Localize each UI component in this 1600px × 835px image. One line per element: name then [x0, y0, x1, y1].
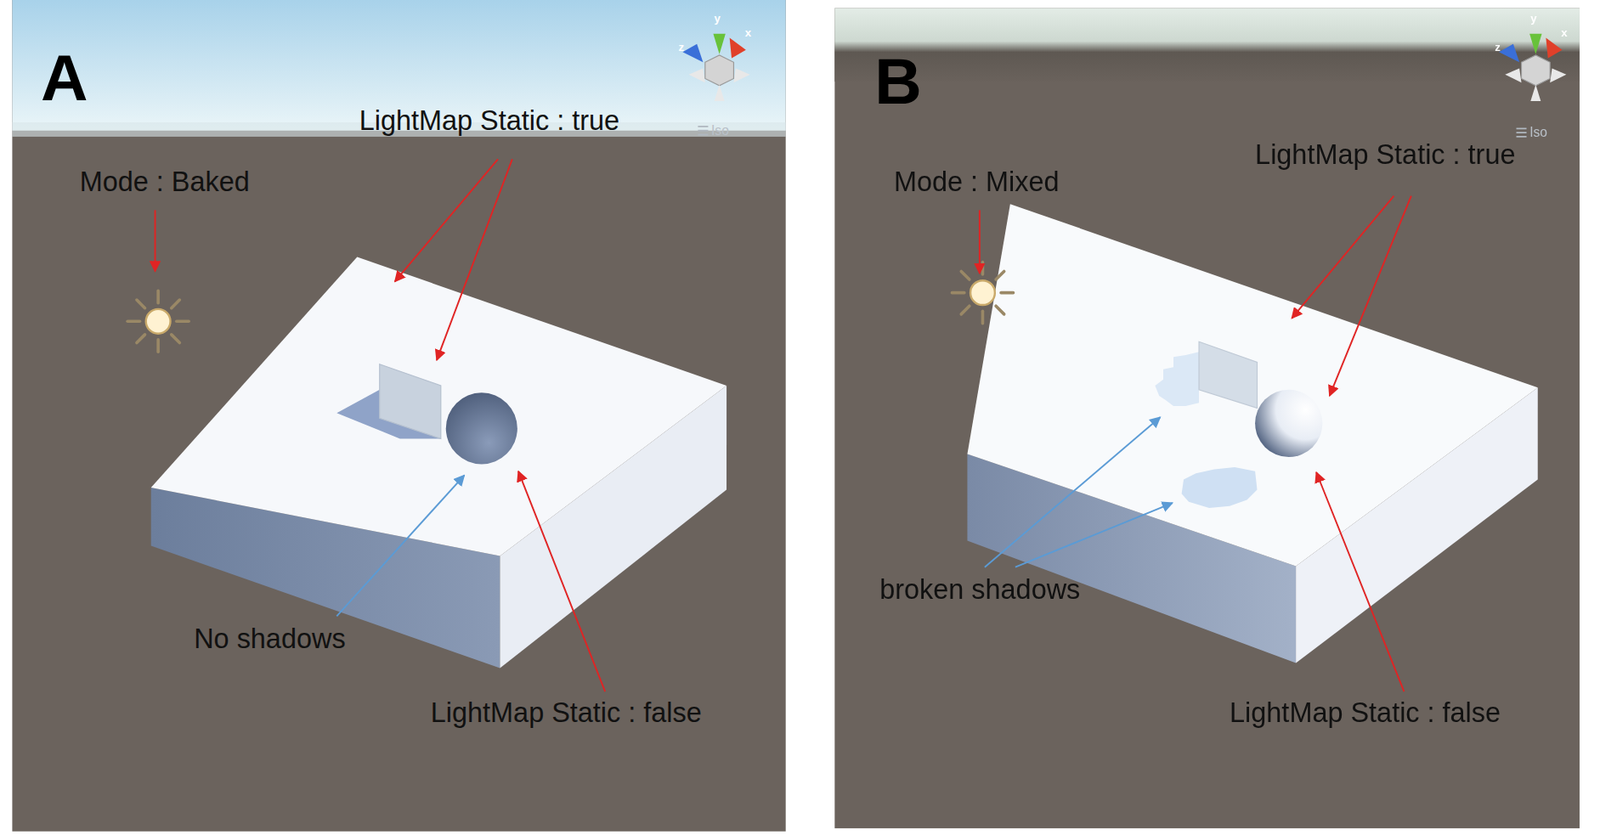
- annotation: LightMap Static : false: [1229, 696, 1501, 730]
- annotation: LightMap Static : false: [430, 696, 702, 730]
- axis-letter: x: [1560, 26, 1567, 40]
- view-mode: Iso: [711, 122, 730, 139]
- axis-letter: y: [714, 11, 721, 26]
- annotation: Mode : Baked: [79, 165, 250, 199]
- annotation: LightMap Static : true: [1255, 138, 1516, 172]
- axis-letter: x: [745, 26, 752, 40]
- annotation: LightMap Static : true: [359, 103, 620, 137]
- annotation: broken shadows: [879, 573, 1080, 607]
- axis-letter: y: [1530, 11, 1537, 26]
- annotation: No shadows: [193, 622, 345, 656]
- axis-letter: z: [678, 40, 685, 55]
- panel-letter: A: [40, 39, 89, 118]
- annotation: Mode : Mixed: [893, 165, 1060, 199]
- axis-letter: z: [1494, 40, 1501, 55]
- view-mode: Iso: [1529, 124, 1548, 142]
- panel-letter: B: [874, 42, 922, 121]
